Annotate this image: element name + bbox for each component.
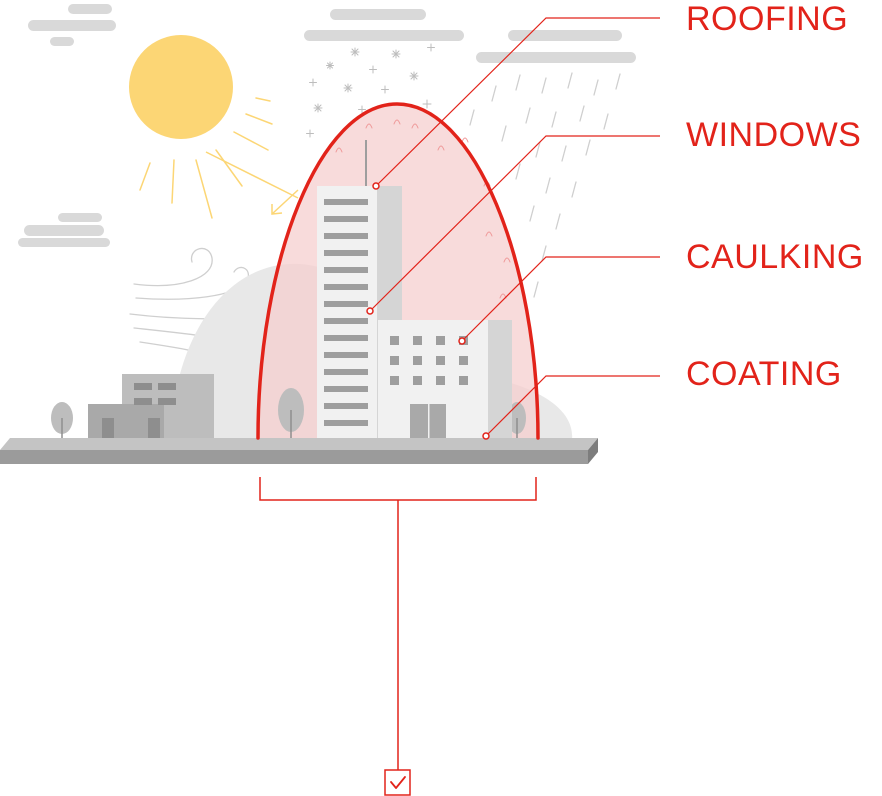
tree bbox=[278, 388, 304, 440]
label-windows: WINDOWS bbox=[686, 116, 862, 154]
label-caulking: CAULKING bbox=[686, 238, 864, 276]
sun-icon bbox=[129, 35, 299, 219]
bracket-connector bbox=[259, 477, 537, 770]
low-building-left bbox=[88, 374, 214, 438]
ground-slab bbox=[0, 438, 598, 464]
cloud-icon bbox=[304, 9, 464, 41]
label-coating: COATING bbox=[686, 355, 842, 393]
callout-lines bbox=[369, 17, 660, 437]
mid-building bbox=[378, 320, 512, 438]
callout-markers bbox=[366, 182, 490, 440]
snowflake-icon bbox=[306, 43, 435, 138]
cloud-icon bbox=[28, 4, 116, 46]
tree bbox=[51, 402, 73, 440]
cloud-icon bbox=[476, 30, 636, 63]
cloud-icon bbox=[18, 213, 110, 247]
rain-icon bbox=[469, 72, 621, 298]
checkbox-check-icon bbox=[384, 769, 411, 796]
dome-outline bbox=[256, 102, 540, 440]
label-roofing: ROOFING bbox=[686, 0, 849, 38]
